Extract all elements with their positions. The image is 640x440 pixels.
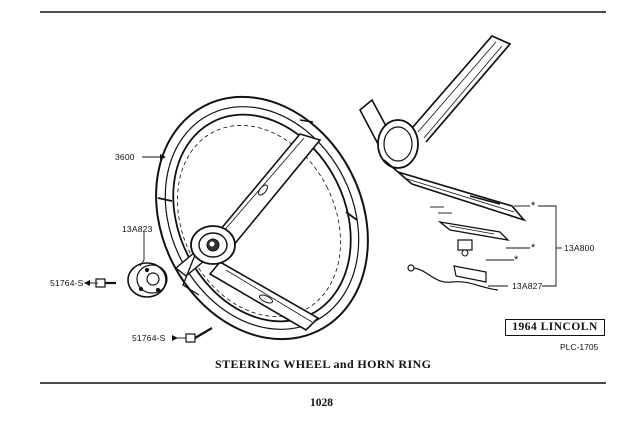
steering-wheel: [155, 95, 369, 341]
label-screw-left: 51764-S: [50, 278, 84, 288]
label-horn-ring-parts: 13A800: [564, 243, 595, 253]
page-number: 1028: [310, 397, 333, 409]
label-horn-wire: 13A827: [512, 281, 543, 291]
leader-lines: [90, 156, 562, 339]
horn-contact-parts: [437, 220, 510, 283]
label-screw-bottom: 51764-S: [132, 333, 166, 343]
hub-plate: [127, 262, 168, 298]
horn-ring: [358, 34, 527, 222]
screw-bottom: [185, 327, 213, 343]
diagram-caption: STEERING WHEEL and HORN RING: [215, 357, 432, 371]
horn-wire: [407, 264, 499, 291]
leader-arrows: [84, 154, 178, 341]
marker-asterisk: *: [531, 242, 536, 254]
plate-code: PLC-1705: [560, 342, 599, 352]
label-steering-wheel: 3600: [115, 152, 135, 162]
label-hub-plate: 13A823: [122, 224, 153, 234]
screw-left: [95, 278, 116, 288]
marker-asterisk: *: [531, 200, 536, 212]
marker-asterisk: *: [514, 254, 519, 266]
model-badge: 1964 LINCOLN: [505, 319, 605, 336]
